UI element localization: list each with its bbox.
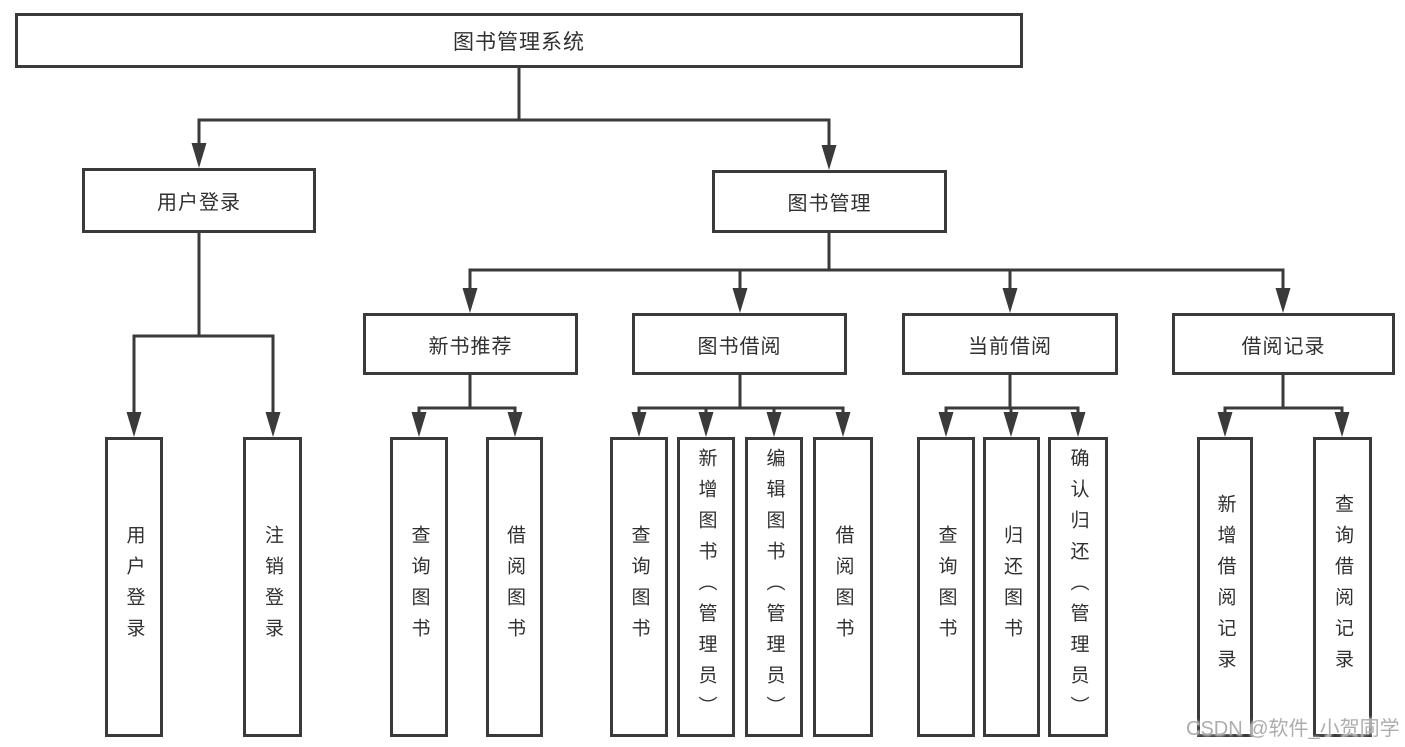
leaf-logout: 注销登录	[243, 437, 302, 737]
node-user-login: 用户登录	[82, 168, 316, 233]
leaf-return-book: 归还图书	[983, 437, 1040, 737]
node-book-borrowing: 图书借阅	[632, 313, 847, 375]
node-new-book-recommend: 新书推荐	[363, 313, 578, 375]
node-root-library-system: 图书管理系统	[15, 13, 1023, 68]
node-current-borrowing: 当前借阅	[902, 313, 1118, 375]
leaf-query-books-current: 查询图书	[917, 437, 975, 737]
leaf-user-login: 用户登录	[105, 437, 163, 737]
node-borrowing-records: 借阅记录	[1172, 313, 1395, 375]
leaf-query-books-recommend: 查询图书	[390, 437, 448, 737]
leaf-borrow-books-recommend: 借阅图书	[486, 437, 543, 737]
leaf-add-book-admin: 新增图书（管理员）	[677, 437, 735, 737]
node-book-management: 图书管理	[712, 170, 947, 233]
leaf-query-books-borrow: 查询图书	[610, 437, 668, 737]
arrowheads	[126, 143, 1350, 437]
leaf-borrow-books: 借阅图书	[813, 437, 873, 737]
leaf-confirm-return-admin: 确认归还（管理员）	[1048, 437, 1108, 737]
leaf-add-borrow-record: 新增借阅记录	[1197, 437, 1253, 737]
csdn-watermark: CSDN @软件_小贺同学	[1186, 718, 1400, 740]
leaf-edit-book-admin: 编辑图书（管理员）	[745, 437, 803, 737]
leaf-query-borrow-record: 查询借阅记录	[1313, 437, 1372, 737]
